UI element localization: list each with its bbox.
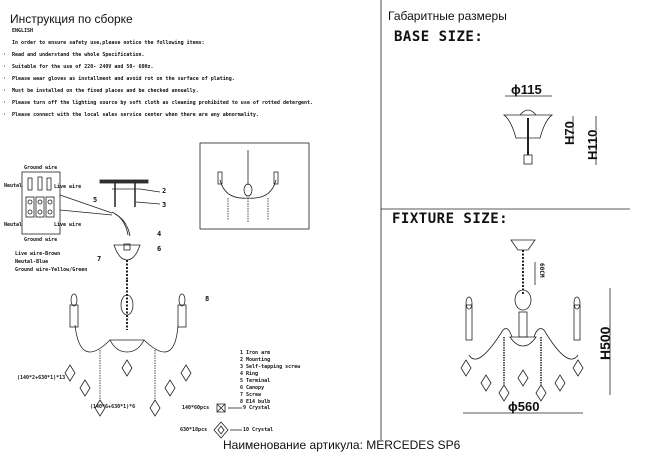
- list-item: · Read and understand the whole Specific…: [3, 52, 145, 58]
- list-item-text: Suitable for the use of 220- 240V and 50…: [12, 64, 154, 70]
- intro-text: In order to ensure safety use,please not…: [12, 40, 205, 46]
- safety-list: · Read and understand the whole Specific…: [3, 52, 313, 124]
- crystal-10-icon: [213, 421, 229, 439]
- neutral-bottom-label: Neutal: [4, 222, 23, 228]
- fixture-height: H500: [597, 326, 613, 360]
- dimensions-title: Габаритные размеры: [388, 9, 507, 23]
- base-size-title: BASE SIZE:: [394, 29, 484, 45]
- neutral-top-label: Neutal: [4, 183, 23, 189]
- part-item: 6 Canopy: [240, 385, 265, 391]
- part-item: 8 E14 bulb: [240, 399, 271, 405]
- legend-ground: Ground wire-Yellow/Green: [15, 267, 88, 273]
- part-item: 3 Self-tapping screw: [240, 364, 301, 370]
- chain-length: 60CM: [538, 263, 545, 278]
- callout-7: 7: [97, 255, 102, 263]
- part-item: 7 Screw: [240, 392, 262, 398]
- article-name: Наименование артикула: MERCEDES SP6: [223, 438, 461, 452]
- fixture-thumbnail: [217, 150, 279, 222]
- fixture-thumbnail-frame: [199, 142, 310, 230]
- list-item: · Please turn off the lighting source by…: [3, 100, 314, 106]
- callout-8: 8: [205, 295, 210, 303]
- list-item: · Must be installed on the fixed places …: [3, 88, 199, 94]
- formula-left: (140*2+630*1)*13: [17, 375, 66, 381]
- legend-live: Live wire-Brown: [15, 251, 61, 257]
- fixture-drawing: [460, 239, 611, 414]
- part-item: 1 Iron arm: [240, 350, 271, 356]
- callout-4: 4: [157, 230, 162, 238]
- base-height-110: H110: [585, 129, 600, 160]
- fixture-size-title: FIXTURE SIZE:: [392, 211, 509, 227]
- wiring-diagram: [21, 171, 113, 235]
- part-item: 4 Ring: [240, 371, 259, 377]
- callout-2: 2: [162, 187, 167, 195]
- list-item: · Please connect with the local sales se…: [3, 112, 259, 118]
- list-item-text: Must be installed on the fixed places an…: [12, 88, 199, 94]
- crystal-9-label: 9 Crystal: [243, 405, 271, 411]
- instructions-title: Инструкция по сборке: [10, 12, 133, 26]
- crystal-9-icon: [216, 403, 226, 413]
- ground-wire-bottom-label: Ground wire: [24, 237, 58, 243]
- ground-wire-top-label: Ground wire: [24, 165, 58, 171]
- callout-5: 5: [93, 196, 98, 204]
- part-item: 5 Terminal: [240, 378, 271, 384]
- live-top-label: Live wire: [54, 184, 82, 190]
- callout-3: 3: [162, 201, 167, 209]
- base-diameter: ϕ115: [511, 82, 542, 97]
- crystal-10-label: 10 Crystal: [243, 427, 274, 433]
- list-item-text: Please connect with the local sales serv…: [12, 112, 259, 118]
- wire-color-legend: Live wire-Brown Neutal-Blue Ground wire-…: [15, 250, 87, 274]
- list-item: · Suitable for the use of 220- 240V and …: [3, 64, 154, 70]
- list-item-text: Please turn off the lighting source by s…: [12, 100, 314, 106]
- formula-center: (140*6+630*1)*6: [90, 404, 136, 410]
- chandelier-assembly-drawing: [64, 280, 192, 417]
- fixture-diameter: ϕ560: [508, 399, 540, 414]
- parts-list: 1 Iron arm 2 Mounting 3 Self-tapping scr…: [240, 350, 300, 406]
- mounting-drawing: [99, 179, 161, 280]
- crystal-10-qty: 630*18pcs: [180, 427, 208, 433]
- part-item: 2 Mounting: [240, 357, 271, 363]
- base-drawing: [502, 95, 597, 165]
- list-item-text: Please wear gloves as installment and av…: [12, 76, 235, 82]
- list-item: · Please wear gloves as installment and …: [3, 76, 235, 82]
- legend-neutral: Neutal-Blue: [15, 259, 49, 265]
- list-item-text: Read and understand the whole Specificat…: [12, 52, 145, 58]
- live-bottom-label: Live wire: [54, 222, 82, 228]
- callout-6: 6: [157, 245, 162, 253]
- base-height-70: H70: [562, 121, 577, 145]
- crystal-9-qty: 140*60pcs: [182, 405, 210, 411]
- language-label: ENGLISH: [12, 28, 34, 34]
